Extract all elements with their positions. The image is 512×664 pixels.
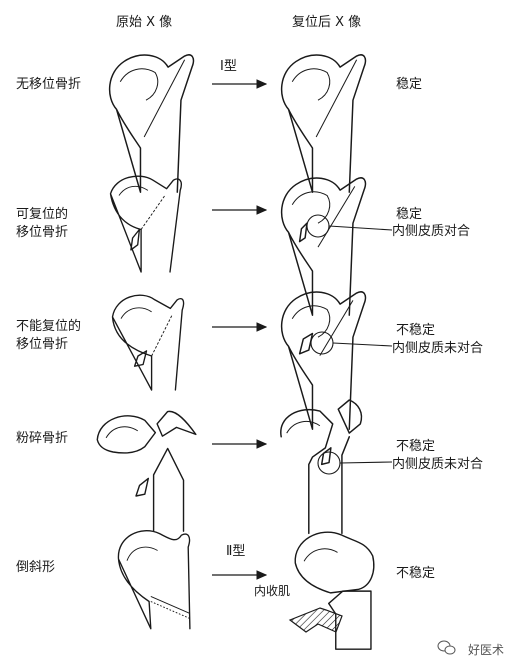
row-4-result-note: 内侧皮质未对合 — [392, 457, 484, 472]
row-2-label-line-2: 移位骨折 — [16, 225, 69, 240]
row-2-result: 稳定 — [396, 207, 423, 222]
watermark-text: 好医术 — [467, 643, 504, 657]
row-3-label-line-2: 移位骨折 — [16, 337, 69, 352]
row-4-pointer — [339, 461, 393, 464]
row-4-label: 粉碎骨折 — [16, 431, 69, 446]
row-2-reduced-femur — [280, 177, 367, 316]
header-original-xray: 原始 X 像 — [116, 15, 173, 30]
row-3-original-femur — [111, 294, 185, 391]
row-1-reduced-femur — [280, 54, 367, 193]
row-3-result: 不稳定 — [396, 323, 436, 338]
row-2-label-line-1: 可复位的 — [16, 207, 69, 222]
row-2-result-note: 内侧皮质对合 — [392, 224, 471, 239]
row-3-reduced-femur — [280, 291, 367, 430]
row-1-label: 无移位骨折 — [16, 77, 82, 92]
header-reduced-xray: 复位后 X 像 — [292, 15, 362, 30]
row-3-pointer — [332, 342, 393, 347]
row-5-label: 倒斜形 — [16, 560, 56, 575]
watermark: 好医术 — [448, 641, 504, 658]
row-1-original-femur — [108, 54, 195, 193]
row-3-result-note: 内侧皮质未对合 — [392, 341, 484, 356]
row-5-result: 不稳定 — [396, 566, 436, 581]
row-3-label-line-1: 不能复位的 — [16, 319, 82, 334]
row-2-pointer — [328, 225, 393, 231]
row-1-result: 稳定 — [396, 77, 423, 92]
row-4-reduced-femur — [280, 399, 363, 535]
adductor-label: 内收肌 — [254, 584, 291, 598]
row-2-cortex-circle — [306, 214, 330, 238]
wechat-icon — [437, 640, 456, 655]
type-1-label: Ⅰ型 — [220, 59, 237, 74]
type-2-label: Ⅱ型 — [226, 544, 246, 559]
row-5-original-femur — [117, 530, 191, 630]
row-2-original-femur — [109, 175, 182, 273]
row-4-original-femur — [96, 410, 197, 532]
row-4-result: 不稳定 — [396, 439, 436, 454]
adductor-arrow — [288, 607, 343, 633]
